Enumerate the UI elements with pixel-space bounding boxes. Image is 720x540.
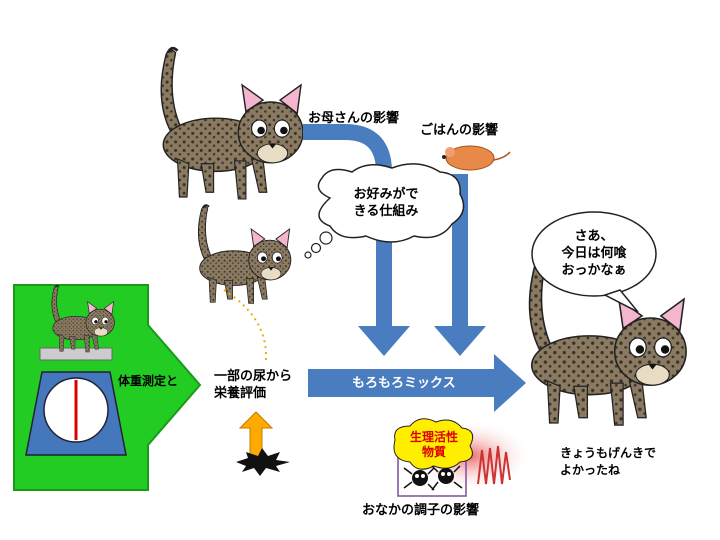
label-speech: さあ、 今日は何喰 おっかなぁ [544,228,644,279]
result-line-1: きょうもげんきで [560,445,656,462]
mouse-icon [442,146,510,170]
thought-line-2: きる仕組み [336,203,436,220]
urine-splash-icon [236,412,290,476]
label-food-influence: ごはんの影響 [420,122,498,139]
label-urine: 一部の尿から 栄養評価 [214,368,292,402]
result-line-2: よかったね [560,462,656,479]
label-thought: お好みがで きる仕組み [336,186,436,220]
urine-line-1: 一部の尿から [214,368,292,385]
label-gut-influence: おなかの調子の影響 [362,502,479,519]
label-mix: もろもろミックス [352,375,456,392]
label-weight-measure: 体重測定と [118,373,178,390]
speech-line-1: さあ、 [544,228,644,245]
urine-dotted-line [224,290,266,360]
label-result: きょうもげんきで よかったね [560,445,656,479]
bio-line-1: 生理活性 [398,430,470,445]
label-mother-influence: お母さんの影響 [308,110,399,127]
label-bio-active: 生理活性 物質 [398,430,470,460]
bio-line-2: 物質 [398,445,470,460]
thought-line-1: お好みがで [336,186,436,203]
cat-small [198,205,290,303]
cat-large [161,48,303,199]
urine-line-2: 栄養評価 [214,385,292,402]
speech-line-3: おっかなぁ [544,262,644,279]
speech-line-2: 今日は何喰 [544,245,644,262]
